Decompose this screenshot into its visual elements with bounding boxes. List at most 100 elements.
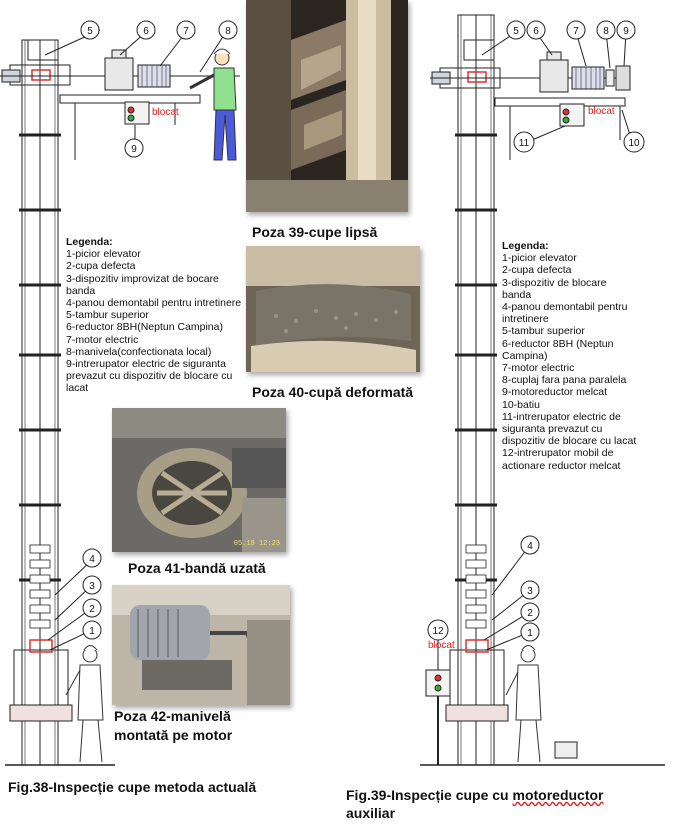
left-legend-item: 8-manivela(confectionata local) (66, 345, 212, 358)
right-defect-bucket (465, 639, 489, 653)
left-callout-2 (82, 598, 102, 618)
left-worker-bottom (65, 645, 104, 763)
left-legend-item: 1-picior elevator (66, 248, 141, 261)
right-reducer (539, 59, 569, 93)
right-legend-item: 12-intrerupator mobil de actionare reduc… (502, 447, 621, 472)
photo-39-caption: Poza 39-cupe lipsă (252, 224, 378, 240)
right-blocat-label-bottom: blocat (428, 640, 455, 651)
left-callout-text-6: 6 (143, 26, 149, 37)
right-legend-title: Legenda: (502, 240, 549, 252)
photo-42-caption-line1: Poza 42-manivelă (114, 708, 231, 724)
photo-40-caption: Poza 40-cupă deformată (252, 384, 414, 400)
right-callouts (427, 20, 645, 642)
right-callout-3 (520, 580, 540, 600)
left-legend-item: 2-cupa defecta (66, 260, 136, 273)
photo-42-caption-line2: montată pe motor (114, 727, 233, 743)
right-elevator-drawing: 5 6 7 8 9 11 10 4 3 2 1 12 (420, 14, 665, 766)
right-legend-item: 5-tambur superior (502, 325, 585, 338)
right-callout-2 (520, 602, 540, 622)
left-callout-text-9: 9 (131, 144, 137, 155)
left-callout-4 (82, 548, 102, 568)
right-callout-6 (526, 20, 546, 40)
left-elevator-drawing: 5 6 7 8 9 4 3 2 1 (0, 20, 240, 766)
right-callout-text-10: 10 (628, 138, 640, 149)
right-callout-9 (616, 20, 636, 40)
right-callout-text-11: 11 (519, 138, 530, 149)
left-callout-8 (218, 20, 238, 40)
left-callout-text-3: 3 (89, 581, 95, 592)
right-callout-1 (520, 622, 540, 642)
right-legend-item: 9-motoreductor melcat (502, 386, 608, 399)
right-legend-item: 4-panou demontabil pentru intretinere (502, 301, 628, 326)
left-callout-6 (136, 20, 156, 40)
right-callout-text-12: 12 (432, 626, 444, 637)
right-callout-text-6: 6 (533, 26, 539, 37)
left-callout-text-1: 1 (89, 626, 95, 637)
left-callout-text-2: 2 (89, 604, 95, 615)
right-legend-item: 7-motor electric (502, 362, 575, 375)
right-callout-text-7: 7 (573, 26, 579, 37)
right-callout-12 (427, 619, 449, 641)
photo-41-caption: Poza 41-bandă uzată (128, 560, 266, 576)
right-callout-10 (623, 131, 645, 153)
right-figure-caption-part1: Fig.39-Inspecție cupe cu (346, 787, 513, 803)
right-worker (505, 645, 542, 763)
left-legend-item: 4-panou demontabil pentru intretinere (66, 297, 242, 310)
left-callouts (80, 20, 238, 640)
right-callout-text-8: 8 (603, 26, 609, 37)
right-blocat-label-top: blocat (588, 106, 615, 117)
left-legend-item: 5-tambur superior (66, 309, 149, 322)
right-callout-text-1: 1 (527, 628, 533, 639)
right-callout-8 (596, 20, 616, 40)
left-switch-box (124, 101, 150, 125)
right-callout-text-2: 2 (527, 608, 533, 619)
left-callout-text-8: 8 (225, 26, 231, 37)
right-legend-item: 2-cupa defecta (502, 264, 572, 277)
right-legend-item: 11-intrerupator electric de siguranta pr… (502, 410, 637, 448)
left-callout-1 (82, 620, 102, 640)
right-worm-motor (615, 65, 631, 91)
right-callout-text-4: 4 (527, 541, 533, 552)
left-callout-9 (124, 138, 144, 158)
right-coupling (605, 69, 615, 87)
left-defect-bucket (29, 639, 53, 653)
left-callout-text-5: 5 (87, 26, 93, 37)
right-mobile-switch (425, 669, 451, 697)
right-legend: Legenda: 1-picior elevator 2-cupa defect… (502, 240, 637, 472)
left-callout-3 (82, 575, 102, 595)
right-legend-item: 8-cuplaj fara pana paralela (502, 374, 627, 387)
right-callout-5 (506, 20, 526, 40)
left-legend-item: 6-reductor 8BH(Neptun Campina) (66, 321, 223, 334)
left-callout-text-4: 4 (89, 554, 95, 565)
left-reducer (104, 57, 134, 91)
right-legend-item: 10-batiu (502, 398, 540, 411)
right-legend-item: 6-reductor 8BH (Neptun Campina) (502, 337, 614, 362)
photo-42-crank-on-motor (112, 585, 290, 705)
photo-41-timestamp: 05.18 12:23 (233, 540, 280, 548)
left-worker-top (189, 48, 237, 161)
right-callout-11 (513, 131, 535, 153)
left-figure-caption: Fig.38-Inspecție cupe metoda actuală (8, 779, 257, 795)
left-legend-item: 3-dispozitiv improvizat de bocare banda (66, 272, 219, 297)
photo-40-deformed-bucket (246, 246, 420, 372)
right-figure-caption: Fig.39-Inspecție cupe cu motoreductor au… (346, 786, 676, 822)
right-callout-7 (566, 20, 586, 40)
photo-39-missing-buckets (246, 0, 408, 212)
right-legend-item: 3-dispozitiv de blocare banda (502, 276, 607, 301)
right-motor (571, 66, 605, 90)
left-callout-7 (176, 20, 196, 40)
right-figure-caption-part2: motoreductor (512, 787, 604, 803)
right-callout-text-3: 3 (527, 586, 533, 597)
left-legend: Legenda: 1-picior elevator 2-cupa defect… (66, 236, 246, 395)
left-legend-title: Legenda: (66, 236, 113, 248)
photo-41-worn-belt: 05.18 12:23 (112, 408, 286, 552)
right-callout-4 (520, 535, 540, 555)
right-figure-caption-line2: auxiliar (346, 805, 396, 821)
left-blocat-label: blocat (152, 107, 179, 118)
left-legend-item: 7-motor electric (66, 333, 139, 346)
right-callout-text-5: 5 (513, 26, 519, 37)
left-legend-item: 9-intrerupator electric de siguranta pre… (66, 358, 233, 395)
left-callout-5 (80, 20, 100, 40)
right-legend-item: 1-picior elevator (502, 252, 577, 265)
right-callout-text-9: 9 (623, 26, 629, 37)
